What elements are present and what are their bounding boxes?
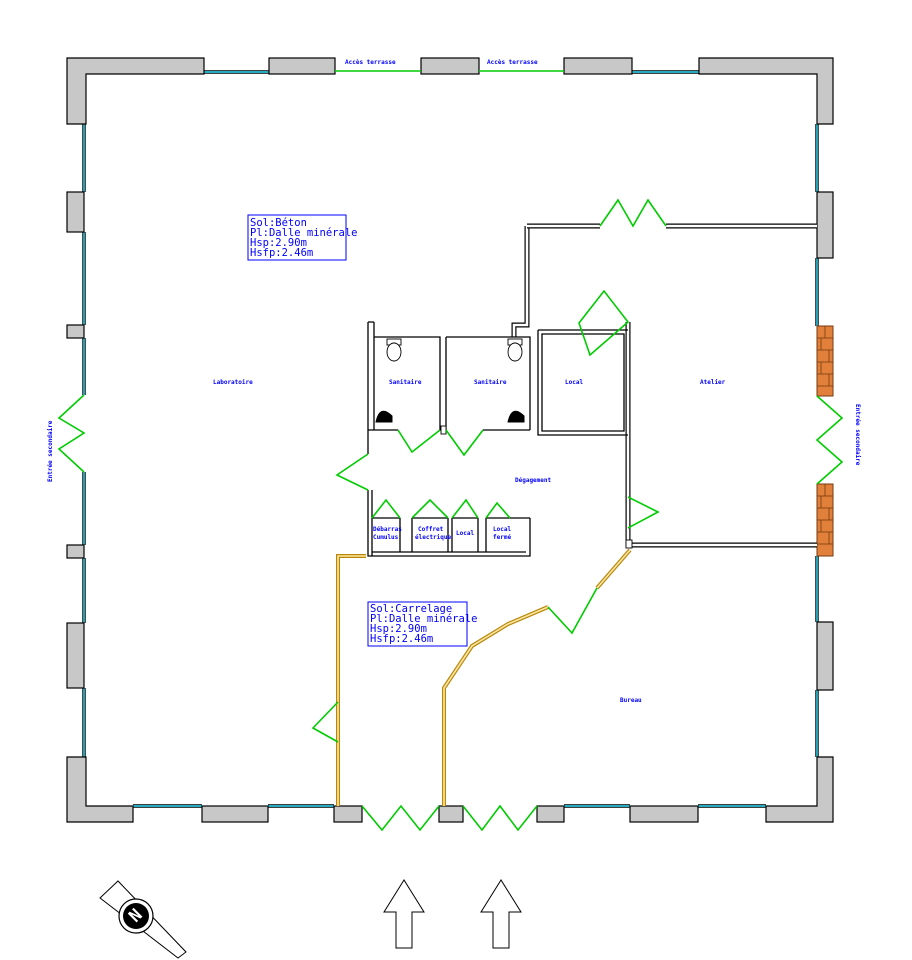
label-acces-terrasse-1: Accès terrasse (345, 59, 396, 66)
info-line: Pl:Dalle minérale (250, 227, 357, 239)
room-label-laboratoire: Laboratoire (213, 379, 253, 386)
info-line: Hsfp:2.46m (370, 633, 433, 645)
room-label-local-ferme-1: Local (493, 526, 511, 533)
info-line: Hsp:2.90m (250, 237, 307, 249)
room-label-electrique: électrique (415, 534, 452, 541)
room-label-degagement: Dégagement (515, 477, 552, 484)
room-label-sanitaire-1: Sanitaire (389, 379, 422, 386)
doors (57, 198, 844, 832)
info-line: Pl:Dalle minérale (370, 613, 477, 625)
brick-pillars (816, 325, 834, 557)
sanitary-fixtures (375, 338, 525, 423)
room-label-local-ferme-2: fermé (493, 534, 511, 541)
label-acces-terrasse-2: Accès terrasse (487, 59, 538, 66)
room-label-bureau: Bureau (620, 697, 642, 704)
room-label-coffret: Coffret (418, 526, 444, 533)
info-line: Sol:Carrelage (370, 603, 452, 615)
info-line: Hsp:2.90m (370, 623, 427, 635)
room-label-atelier: Atelier (700, 379, 726, 386)
label-entree-secondaire-left: Entrée secondaire (47, 420, 54, 482)
room-label-local-small: Local (456, 530, 474, 537)
label-entree-secondaire-right: Entrée secondaire (854, 404, 861, 466)
room-label-local: Local (565, 379, 583, 386)
entrance-arrow-left (383, 879, 425, 949)
info-line: Hsfp:2.46m (250, 247, 313, 259)
info-line: Sol:Béton (250, 217, 307, 229)
room-label-cumulus: Cumulus (373, 534, 399, 541)
exterior-walls (66, 57, 834, 823)
room-label-debarras: Débarras (373, 526, 402, 533)
room-label-sanitaire-2: Sanitaire (474, 379, 507, 386)
entrance-arrow-right (480, 879, 522, 949)
info-box-bureau: Sol:Carrelage Pl:Dalle minérale Hsp:2.90… (367, 601, 477, 647)
compass-icon: N (99, 880, 187, 959)
glazed-partition (336, 548, 632, 806)
exterior-glazing (82, 70, 819, 808)
interior-partitions (367, 223, 817, 557)
info-box-laboratoire: Sol:Béton Pl:Dalle minérale Hsp:2.90m Hs… (247, 214, 357, 261)
